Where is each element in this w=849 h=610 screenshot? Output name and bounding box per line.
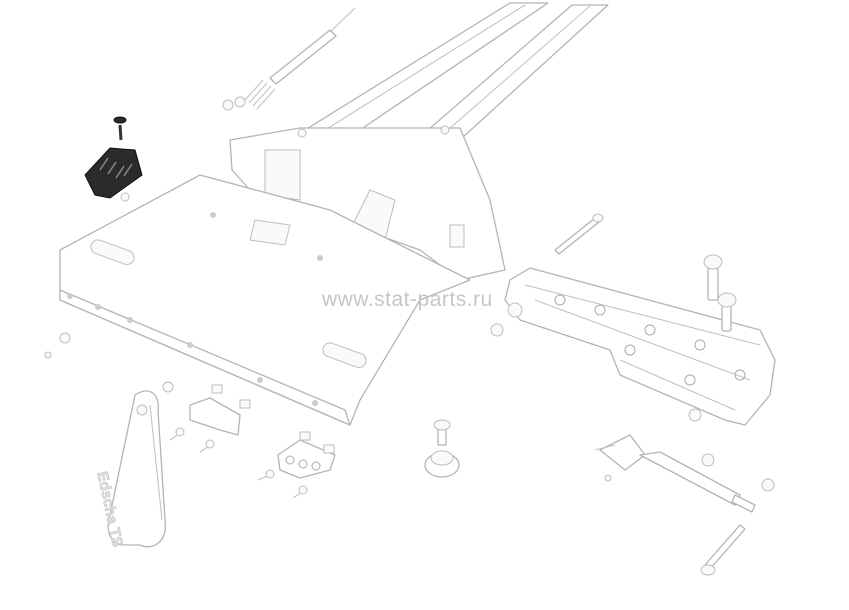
knob bbox=[424, 419, 460, 478]
watermark: www.stat-parts.ru bbox=[322, 288, 493, 311]
strap bbox=[107, 390, 166, 548]
upper-bracket bbox=[229, 125, 506, 281]
base-plate bbox=[59, 174, 471, 426]
bolts bbox=[490, 213, 775, 576]
gas-spring bbox=[594, 434, 756, 513]
guide-rails bbox=[304, 2, 609, 159]
highlighted-clip-part bbox=[84, 116, 143, 202]
slider-carriage bbox=[504, 267, 776, 426]
cable-pin bbox=[222, 7, 356, 111]
small-parts bbox=[44, 332, 336, 499]
